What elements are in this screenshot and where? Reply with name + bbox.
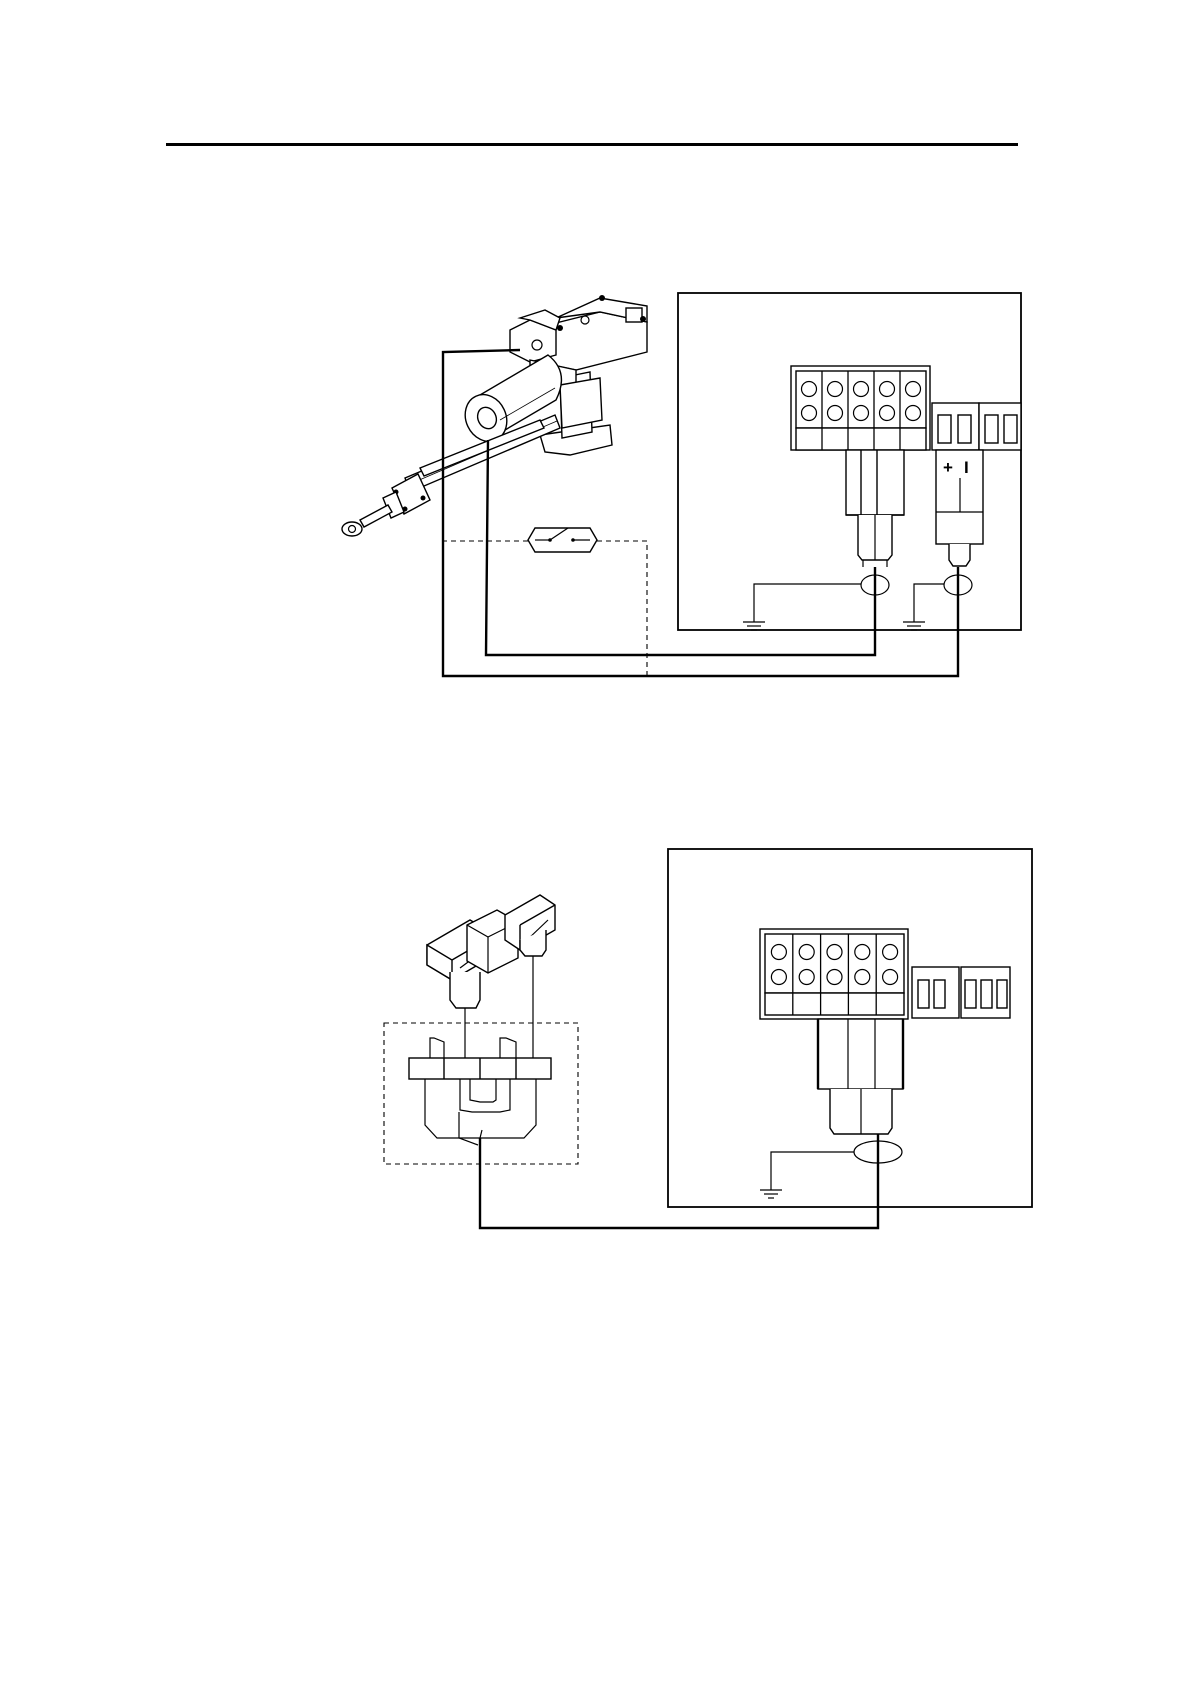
terminal-block-2 xyxy=(760,929,908,1019)
connector-plug-2 xyxy=(818,1019,903,1134)
figure-1: + I xyxy=(342,293,1021,676)
solenoid-valve-icon xyxy=(427,895,555,1008)
terminal-block-1 xyxy=(791,366,930,450)
junction-terminal-strip xyxy=(409,1058,551,1079)
figure-2 xyxy=(384,849,1032,1228)
polarity-minus-label: I xyxy=(964,458,969,477)
polarity-plus-label: + xyxy=(943,458,953,477)
polarity-terminal-block xyxy=(932,403,1021,450)
auxiliary-terminal-block xyxy=(912,967,1010,1018)
limit-switch-icon xyxy=(528,528,597,552)
actuator-icon xyxy=(342,295,647,536)
